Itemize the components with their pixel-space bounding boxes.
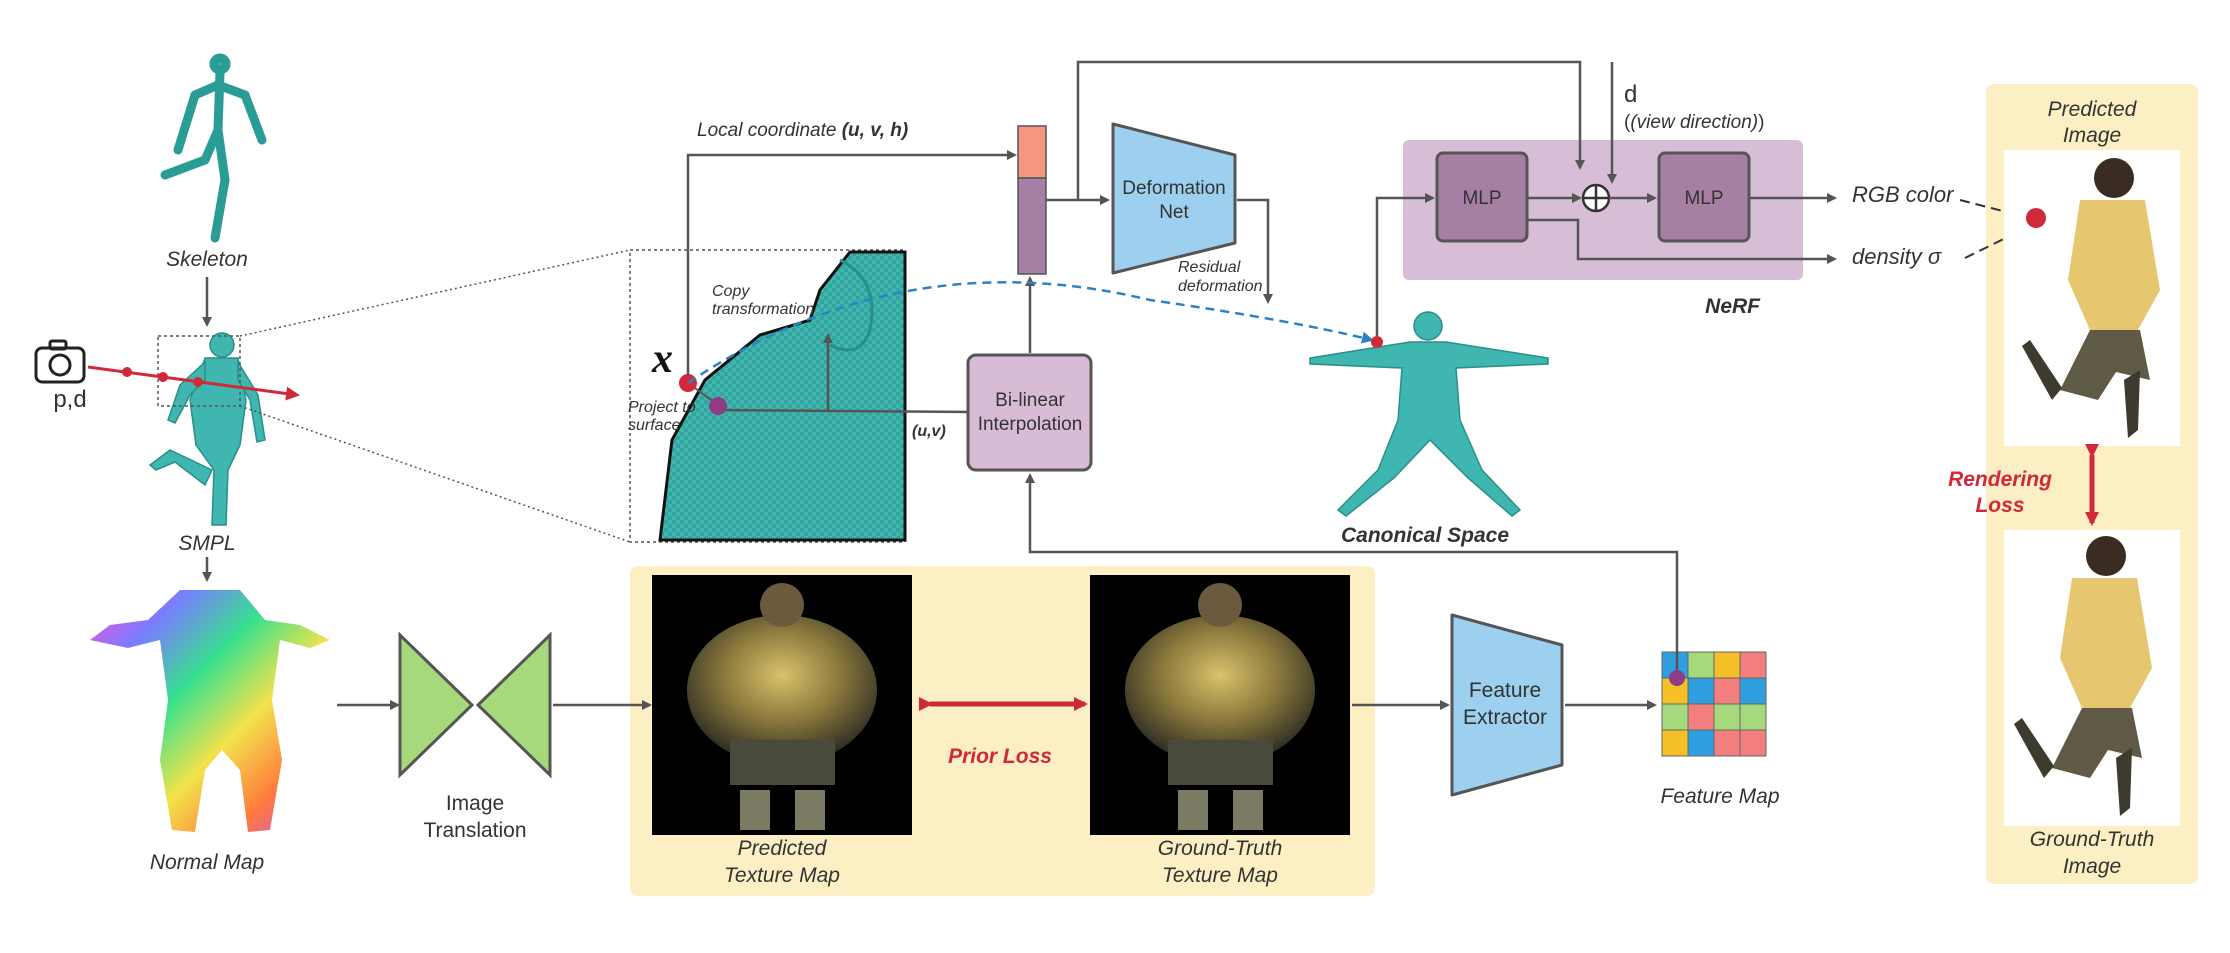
rgb-color-label: RGB color	[1852, 182, 1955, 207]
local-coordinate-label: Local coordinate (u, v, h)	[697, 120, 908, 141]
feature-map-cell	[1739, 703, 1767, 731]
zoom-line-bottom	[239, 405, 631, 543]
skeleton-label: Skeleton	[166, 248, 248, 271]
copy-transformation-label-1: Copy	[712, 283, 750, 300]
residual-label-2: deformation	[1178, 278, 1263, 295]
gt-texture-label-1: Ground-Truth	[1158, 837, 1283, 860]
feature-map-cell	[1661, 729, 1689, 757]
feature-map-cell	[1687, 703, 1715, 731]
project-to-surface-label-1: Project to	[628, 399, 696, 416]
rgb-to-pixel-line	[1959, 199, 2031, 219]
skeleton-figure	[160, 53, 267, 243]
feature-map-cell	[1713, 729, 1741, 757]
uv-label: (u,v)	[912, 423, 946, 440]
deformation-net-label-2: Net	[1159, 202, 1189, 223]
canonical-to-mlp-path	[1375, 193, 1435, 336]
feature-vector-bottom	[1017, 177, 1047, 275]
mlp-label-1: MLP	[1462, 188, 1501, 209]
feature-extractor-block	[1450, 613, 1564, 797]
copy-transformation-label-2: transformation	[712, 301, 814, 318]
canonical-mapping-curve	[687, 281, 1374, 385]
predicted-texture-map	[652, 575, 912, 835]
gt-image-label-1: Ground-Truth	[2030, 828, 2155, 851]
feature-map-label: Feature Map	[1660, 785, 1779, 808]
feature-map-cell	[1739, 651, 1767, 679]
local-coordinate-path	[686, 150, 1017, 375]
image-translation-label-1: Image	[446, 792, 504, 815]
view-direction-text: (view direction)	[1630, 112, 1758, 133]
prior-loss-label: Prior Loss	[948, 745, 1052, 768]
predicted-image-label-1: Predicted	[2048, 98, 2138, 121]
predicted-image-label-2: Image	[2063, 124, 2121, 147]
camera-label: p,d	[53, 386, 86, 413]
predicted-texture-label-1: Predicted	[738, 837, 828, 860]
bilinear-interpolation-box	[966, 353, 1093, 472]
density-label: density σ	[1852, 244, 1942, 269]
deform-output-path	[1237, 198, 1273, 304]
feature-map-cell	[1687, 677, 1715, 705]
density-output-path	[1527, 218, 1837, 264]
feature-map-cell	[1739, 729, 1767, 757]
view-d-label: d	[1624, 81, 1637, 108]
ray-sample-3	[193, 377, 203, 387]
feature-map-cell	[1713, 651, 1741, 679]
zoom-line-top	[239, 249, 631, 337]
image-translation-block	[398, 631, 552, 779]
predicted-texture-label-2: Texture Map	[724, 864, 840, 887]
bilinear-label-1: Bi-linear	[995, 390, 1065, 411]
deformation-net-label-1: Deformation	[1122, 178, 1226, 199]
feature-map-cell	[1687, 729, 1715, 757]
smpl-body	[148, 332, 266, 526]
predicted-image	[2004, 150, 2180, 446]
feature-map-cell	[1661, 703, 1689, 731]
zoom-crop-body	[658, 250, 907, 542]
zoom-region-box	[157, 335, 241, 407]
canonical-body	[1309, 311, 1549, 517]
deformation-net-block	[1111, 122, 1237, 275]
feature-sample-point	[1669, 670, 1685, 686]
feature-map-cell	[1687, 651, 1715, 679]
mlp-label-2: MLP	[1684, 188, 1723, 209]
smpl-label: SMPL	[178, 532, 235, 555]
residual-label-1: Residual	[1178, 259, 1241, 276]
local-coordinate-prefix: Local coordinate	[697, 120, 842, 141]
surface-point	[709, 397, 727, 415]
density-to-pixel-line	[1964, 225, 2031, 259]
image-translation-label-2: Translation	[423, 819, 526, 842]
ground-truth-texture-map	[1090, 575, 1350, 835]
feature-extractor-label-2: Extractor	[1463, 706, 1547, 729]
ray-sample-2	[158, 372, 168, 382]
feature-map-cell	[1713, 677, 1741, 705]
ground-truth-image	[2004, 530, 2180, 826]
feature-vector-top	[1017, 125, 1047, 179]
feature-map-grid	[1661, 651, 1767, 757]
feature-to-bilinear-path	[1025, 473, 1679, 678]
normal-map-label: Normal Map	[150, 851, 264, 874]
canonical-space-label: Canonical Space	[1341, 524, 1509, 547]
ray-sample-1	[122, 367, 132, 377]
x-symbol: x	[651, 336, 673, 382]
view-direction-label: ((view direction))	[1624, 112, 1764, 133]
camera-icon	[34, 339, 86, 384]
local-coordinate-vars: (u, v, h)	[842, 120, 909, 141]
feature-map-cell	[1713, 703, 1741, 731]
nerf-label: NeRF	[1705, 295, 1761, 318]
vector-skip-path	[1076, 60, 1585, 200]
zoom-crop-head-contour	[829, 258, 874, 352]
feature-extractor-label-1: Feature	[1469, 679, 1541, 702]
rendering-loss-label-1: Rendering	[1948, 468, 2052, 491]
gt-image-label-2: Image	[2063, 855, 2121, 878]
gt-texture-label-2: Texture Map	[1162, 864, 1278, 887]
project-to-surface-label-2: surface	[628, 417, 681, 434]
bilinear-label-2: Interpolation	[978, 414, 1083, 435]
feature-map-cell	[1739, 677, 1767, 705]
tangent-axis-line	[719, 406, 977, 417]
normal-map-image	[90, 590, 330, 832]
rendering-loss-label-2: Loss	[1975, 494, 2024, 517]
canonical-point	[1371, 336, 1383, 348]
